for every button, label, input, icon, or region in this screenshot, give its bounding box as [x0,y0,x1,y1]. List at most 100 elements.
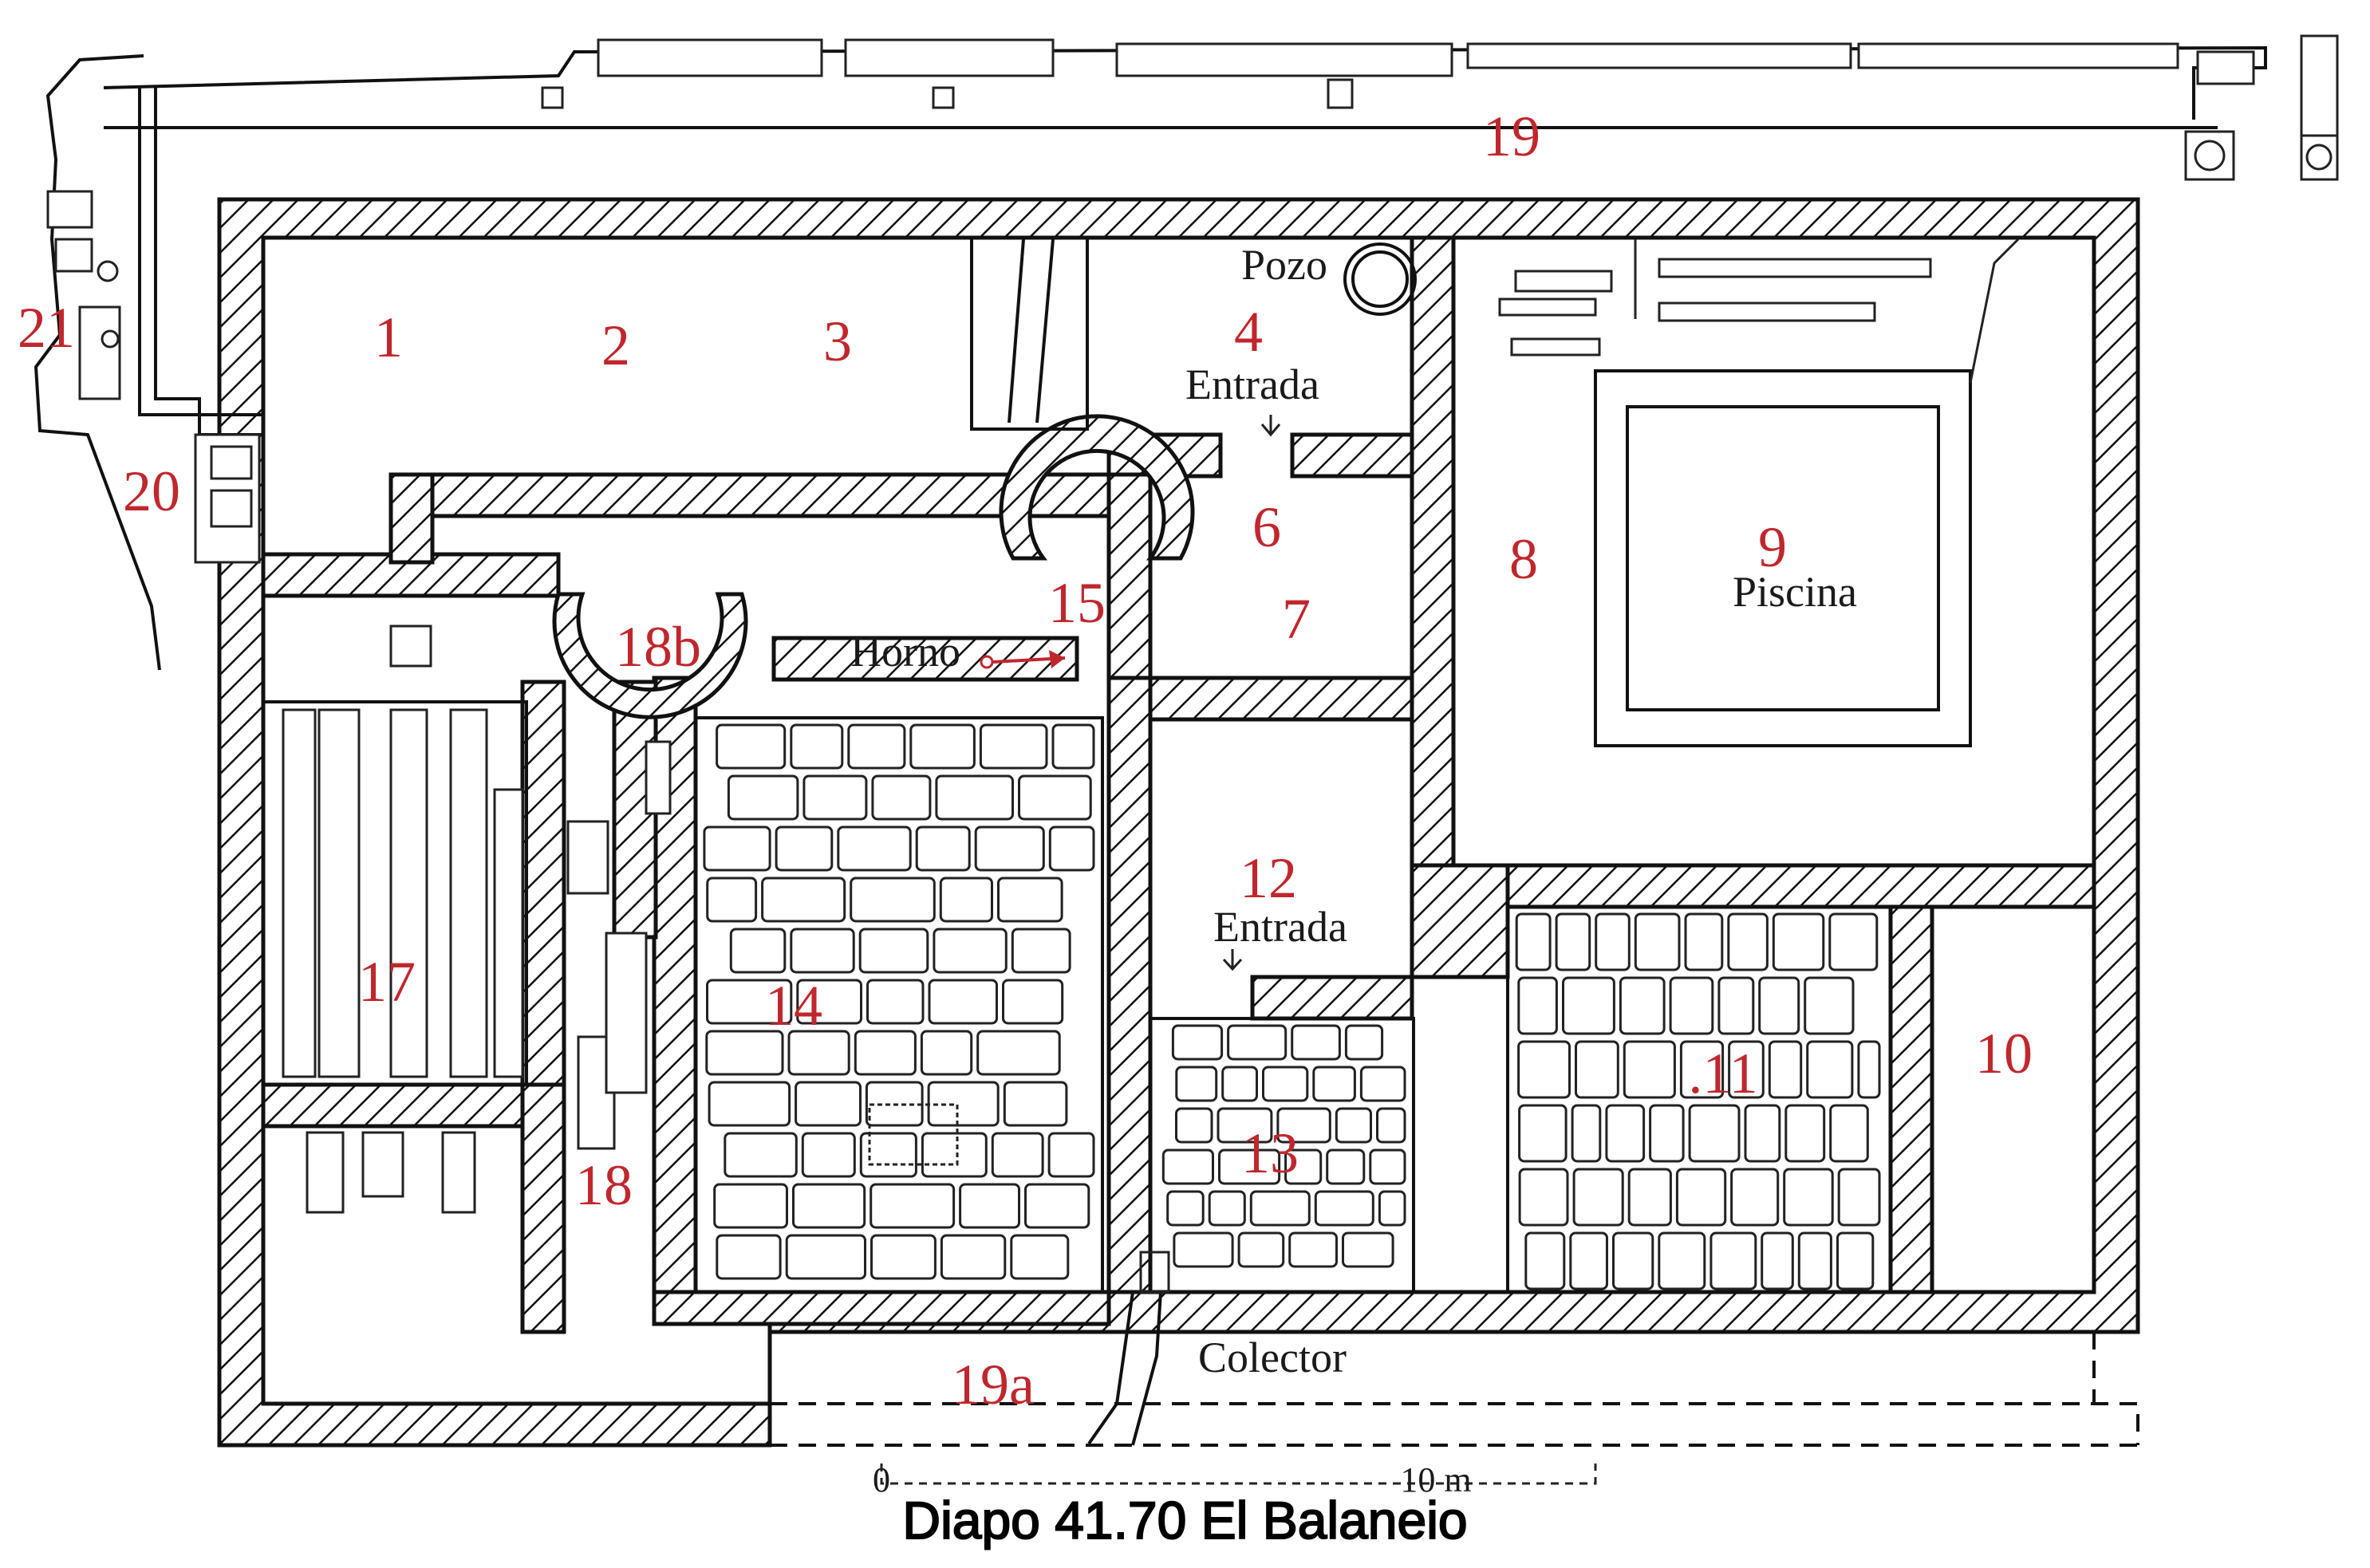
paving-stone [1572,1168,1624,1227]
paving-stone [974,825,1045,872]
paving-stone [1359,1066,1406,1102]
paving-stone [1217,1107,1273,1144]
paving-stone [790,928,855,974]
paving-stone [940,1234,1007,1280]
paving-stone [909,723,976,770]
paving-stone [1772,912,1825,971]
west-wall-20-21 [34,54,263,671]
paving-stone [1634,912,1681,971]
paving-stone [1376,1107,1406,1144]
paving-stone [713,1183,789,1229]
room-11: .11 [1688,1042,1757,1105]
paving-stone [1837,1168,1881,1227]
room-7: 7 [1282,587,1311,651]
paving-stone [1555,912,1591,971]
paving-stone [837,825,912,872]
scale-bar: 0 10 m [873,1460,1597,1499]
paving-stone [1761,1231,1794,1290]
paving-stone [724,1132,798,1178]
paving-stone [1758,976,1800,1035]
paving-stone [1335,1107,1373,1144]
paving-stone [1291,1024,1341,1061]
paving-stone [1378,1190,1406,1227]
paving-stone [866,979,925,1025]
paving-stone [1010,1234,1070,1280]
room-8: 8 [1509,527,1538,591]
paving-stone [708,1081,791,1127]
north-wall-19 [103,34,2339,181]
interior-walls [261,235,2096,1334]
paving-stone [959,1183,1020,1229]
paving-stone [1569,1231,1609,1290]
room-21: 21 [18,296,75,360]
paving-stone [1051,723,1095,770]
paving-stone [1675,1168,1727,1227]
room-3: 3 [823,309,852,373]
room-12: 12 [1240,846,1297,910]
paving-stone [1595,912,1631,971]
paving-stone [1515,912,1552,971]
paving-stone [928,979,998,1025]
paving-stone [1829,1104,1869,1163]
paving-stone [1679,1040,1725,1099]
scale-ten: 10 m [1400,1460,1471,1499]
paving-stone [1161,1148,1215,1185]
room-20: 20 [123,459,180,523]
paving-stone [1571,1104,1602,1163]
paving-stone [1249,1190,1311,1227]
paving-stone [1173,1231,1234,1268]
paving-stone [870,1234,937,1280]
room-18b: 18b [615,615,701,679]
paving-stone [935,774,1015,821]
paving-stone [1783,1168,1834,1227]
paving-stone [1047,1132,1095,1178]
paving-stone [1369,1148,1406,1185]
paving-stone [1288,1231,1338,1268]
paving-stone [1857,1040,1881,1099]
room-11-stones [1506,905,1892,1294]
well-outer [1343,242,1417,316]
paving-stone [976,1030,1061,1076]
paving-stone [847,723,906,770]
paving-stone [716,1234,782,1280]
room-10: 10 [1975,1022,2033,1085]
paving-stone [703,825,771,872]
paving-stone [727,774,799,821]
paving-stone [706,877,758,923]
paving-stone [1326,1148,1366,1185]
paving-stone [1688,1104,1741,1163]
paving-stone [1669,976,1714,1035]
paving-stone [927,1081,1000,1127]
paving-stone [1524,1231,1566,1290]
paving-stone [1284,1148,1323,1185]
room-13-stones [1149,1017,1415,1294]
room-17-stones [262,624,528,1214]
room-14: 14 [765,974,822,1038]
paving-stone [1784,1104,1826,1163]
paving-stone [1227,1024,1288,1061]
paving-stone [1518,1104,1568,1163]
channel-room-3 [970,236,1089,431]
paving-stone [1218,1148,1281,1185]
room-19a: 19a [952,1353,1035,1416]
horno-arrow [980,650,1066,669]
paving-stone [1627,1168,1672,1227]
room-13: 13 [1241,1121,1299,1185]
paving-stone [1342,1231,1394,1268]
paving-stone [1744,1104,1781,1163]
slide-caption: Diapo 41.70 El Balaneio [901,1490,1468,1550]
paving-stone [802,774,868,821]
paving-stone [1797,1231,1832,1290]
paving-stone [1605,1104,1646,1163]
paving-stone [1836,1231,1875,1290]
paving-stone [1730,1168,1780,1227]
paving-stone [761,877,846,923]
paving-stone [858,928,929,974]
paving-stone [1728,1040,1765,1099]
paving-stone [1768,1040,1803,1099]
room-4: 4 [1234,300,1263,364]
paving-stone [939,877,994,923]
paving-stone [792,1183,866,1229]
paving-stone [1276,1107,1331,1144]
paving-stone [870,1183,956,1229]
